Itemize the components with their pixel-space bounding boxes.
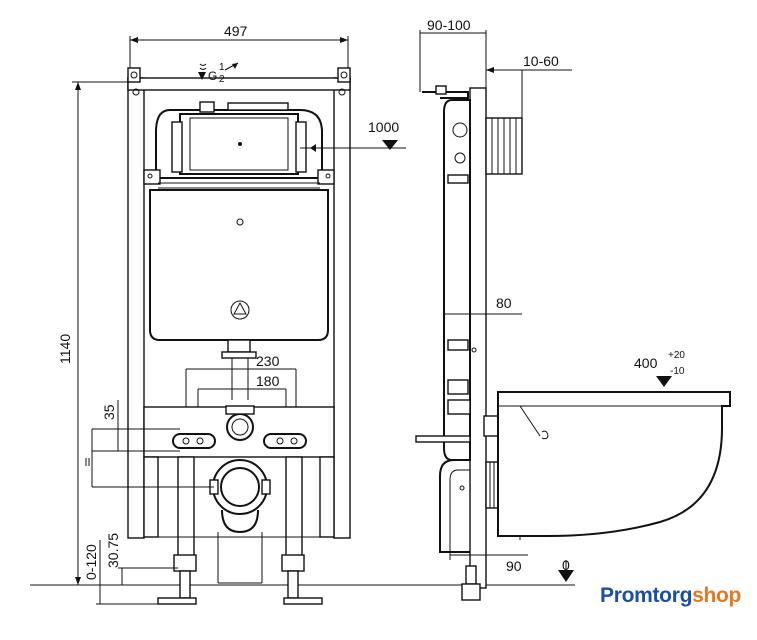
wc-bowl [497, 391, 731, 537]
snowflake-logo-icon [230, 300, 250, 320]
svg-text:2: 2 [219, 74, 225, 85]
foot-left [157, 597, 197, 605]
pipe-spacing-outer: 230 [256, 353, 280, 369]
frame-left-post [127, 77, 145, 539]
adjust-range-dimension: 0-120 [83, 544, 99, 580]
bowl-height-dimension: 400 [634, 355, 658, 371]
floor-offset-dimension: 30.75 [105, 533, 121, 568]
button-height-dimension: 1000 [368, 119, 399, 135]
svg-text:+20: +20 [668, 350, 685, 361]
height-dimension: 1140 [57, 334, 73, 364]
inlet-symbol: G 1 2 [198, 62, 239, 85]
brand-logo: Promtorgshop [600, 584, 742, 607]
frame-side-profile [469, 87, 487, 589]
cistern-tank [149, 189, 329, 341]
pipe-spacing-inner: 180 [256, 373, 280, 389]
floor-zero-marker [558, 570, 574, 582]
svg-text:G: G [208, 69, 217, 83]
frame-top-rail [127, 77, 351, 91]
foot-right [283, 597, 323, 605]
svg-text:0: 0 [562, 557, 570, 573]
wall-thickness-dimension: 10-60 [523, 53, 559, 69]
bolt-height-dimension: 35 [101, 404, 117, 420]
bolt-slot-left [172, 433, 216, 449]
svg-text:-10: -10 [670, 366, 685, 377]
svg-text:1: 1 [219, 62, 225, 73]
depth-top-dimension: 90-100 [427, 17, 471, 33]
depth-bottom-dimension: 90 [506, 558, 522, 574]
width-dimension: 497 [224, 23, 248, 39]
mounting-plate [143, 406, 335, 458]
front-view: 497 G 1 2 [57, 23, 406, 605]
depth-mid-dimension: 80 [496, 295, 512, 311]
frame-right-post [333, 77, 351, 539]
bolt-slot-right [263, 433, 307, 449]
side-view: 90-100 10-60 80 [415, 17, 731, 601]
